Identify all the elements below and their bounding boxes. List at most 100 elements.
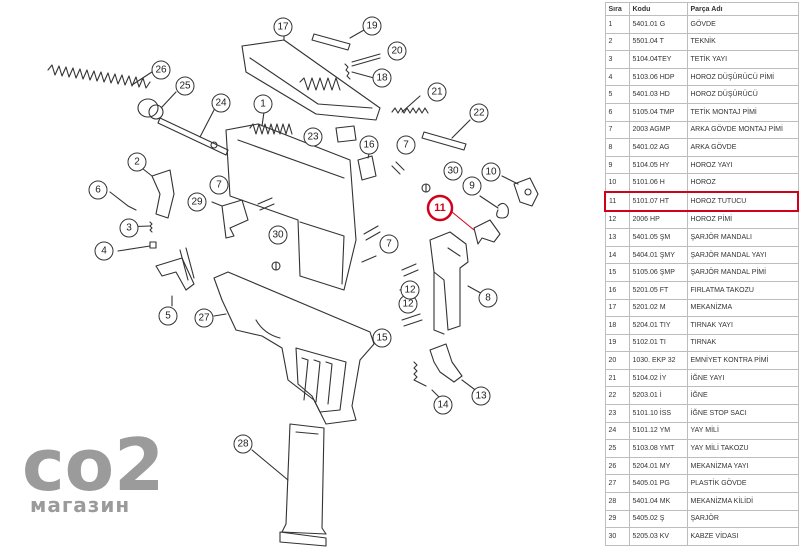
cell-no: 17: [604, 298, 630, 318]
cell-no: 9: [604, 155, 630, 175]
cell-code: 5401.02 AG: [628, 138, 688, 157]
callout-8: 8: [478, 288, 498, 308]
callout-22: 22: [469, 103, 489, 123]
header-code: Kodu: [628, 2, 688, 16]
cell-name: ARKA GÖVDE: [686, 138, 799, 157]
part-23-drawing: [335, 125, 357, 143]
cell-name: TETİK MONTAJ PİMİ: [686, 102, 799, 122]
part-21-drawing: [391, 95, 429, 114]
cell-code: 5101.12 YM: [628, 421, 688, 441]
cell-no: 11: [604, 190, 630, 212]
svg-text:18: 18: [376, 73, 388, 84]
callout-19: 19: [362, 16, 382, 36]
svg-text:9: 9: [469, 181, 475, 192]
cell-code: 5405.01 PG: [628, 474, 688, 494]
part-29-magazine-drawing: [251, 423, 327, 547]
cell-name: HOROZ DÜŞÜRÜCÜ PİMİ: [686, 67, 799, 87]
cell-no: 8: [604, 138, 630, 157]
callout-20: 20: [387, 41, 407, 61]
cell-no: 1: [604, 15, 630, 34]
part-1-frame-drawing: [225, 111, 357, 291]
cell-name: MEKANİZMA: [686, 298, 799, 318]
cell-name: HOROZ PİMİ: [686, 210, 799, 230]
callout-10: 10: [481, 162, 501, 182]
part-28-drawing: [211, 199, 249, 239]
svg-text:21: 21: [431, 87, 443, 98]
cell-no: 18: [604, 316, 630, 335]
cell-code: 2003 AGMP: [628, 120, 688, 140]
svg-text:10: 10: [485, 167, 497, 178]
part-22-drawing: [421, 119, 471, 151]
cell-no: 4: [604, 67, 630, 87]
callout-18: 18: [372, 68, 392, 88]
svg-text:20: 20: [391, 46, 403, 57]
cell-code: 5401.01 G: [628, 15, 688, 34]
cell-code: 5501.04 T: [628, 32, 688, 52]
cell-code: 5101.06 H: [628, 173, 688, 193]
cell-no: 26: [604, 456, 630, 476]
cell-code: 5102.01 TI: [628, 333, 688, 353]
cell-name: HOROZ TUTUCU: [686, 190, 799, 212]
svg-text:12: 12: [402, 299, 414, 310]
part-30-screw-drawing: [271, 183, 431, 271]
callout-9: 9: [462, 176, 482, 196]
cell-code: 5201.02 M: [628, 298, 688, 318]
cell-name: TIRNAK: [686, 333, 799, 353]
exploded-view-diagram: 1234567778910111212131415161718192021222…: [22, 16, 539, 547]
svg-text:28: 28: [237, 439, 249, 450]
callout-25: 25: [175, 76, 195, 96]
callout-15: 15: [372, 328, 392, 348]
cell-no: 2: [604, 32, 630, 52]
cell-no: 6: [604, 102, 630, 122]
table-header-row: Sıra Kodu Parça Adı: [604, 2, 799, 16]
cell-no: 30: [604, 527, 630, 546]
cell-name: ŞARJÖR MANDAL YAYI: [686, 245, 799, 265]
svg-text:12: 12: [404, 285, 416, 296]
svg-text:16: 16: [363, 140, 375, 151]
svg-text:25: 25: [179, 81, 191, 92]
cell-no: 7: [604, 120, 630, 140]
part-20-drawing: [351, 53, 381, 67]
cell-name: İĞNE: [686, 386, 799, 406]
cell-no: 14: [604, 245, 630, 265]
svg-text:27: 27: [198, 313, 210, 324]
cell-no: 13: [604, 228, 630, 247]
callout-6: 6: [88, 180, 108, 200]
part-8-rear-frame-drawing: [429, 231, 487, 335]
cell-name: HOROZ DÜŞÜRÜCÜ: [686, 85, 799, 104]
cell-no: 22: [604, 386, 630, 406]
cell-name: TETİK YAYI: [686, 50, 799, 69]
cell-no: 29: [604, 509, 630, 529]
cell-no: 16: [604, 280, 630, 300]
cell-code: 5103.08 YMT: [628, 439, 688, 458]
callout-16: 16: [359, 135, 379, 155]
cell-code: 5405.02 Ş: [628, 509, 688, 529]
cell-code: 5404.01 ŞMY: [628, 245, 688, 265]
cell-no: 28: [604, 492, 630, 511]
callout-29: 29: [187, 192, 207, 212]
part-16-drawing: [357, 149, 377, 181]
svg-text:19: 19: [366, 21, 378, 32]
part-5-drawing: [155, 247, 195, 307]
cell-no: 24: [604, 421, 630, 441]
cell-name: EMNİYET KONTRA PİMİ: [686, 351, 799, 370]
callout-23: 23: [303, 127, 323, 147]
cell-name: GÖVDE: [686, 15, 799, 34]
callout-7: 7: [379, 234, 399, 254]
cell-code: 5101.10 İSS: [628, 404, 688, 423]
cell-code: 5105.04 TMP: [628, 102, 688, 122]
cell-code: 5203.01 İ: [628, 386, 688, 406]
cell-code: 5101.07 HT: [628, 190, 688, 212]
svg-text:30: 30: [447, 166, 459, 177]
cell-name: MEKANİZMA KİLİDİ: [686, 492, 799, 511]
part-25-drawing: [137, 91, 177, 120]
